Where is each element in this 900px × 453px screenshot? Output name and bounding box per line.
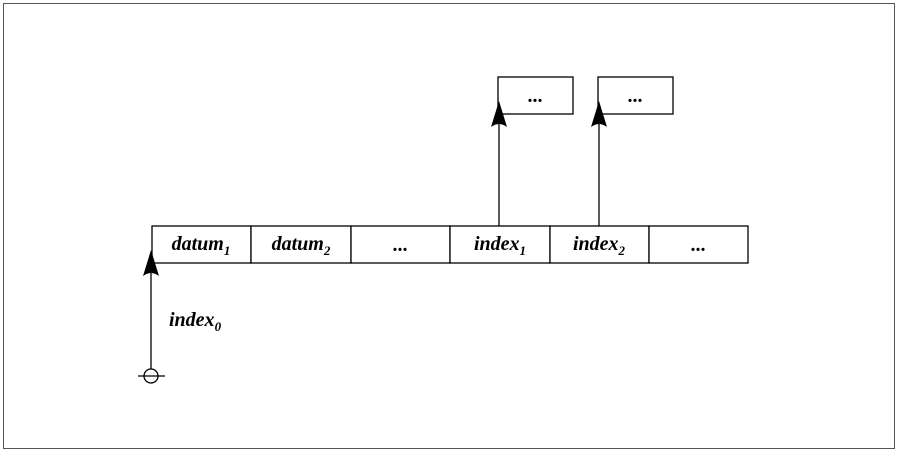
cell-subscript: 1 (224, 243, 231, 258)
cell-label: ... (393, 234, 408, 256)
target-label: ... (628, 85, 643, 107)
target-box-2: ... (597, 76, 674, 115)
svg-text:index1: index1 (474, 233, 526, 258)
cell-label: ... (691, 234, 706, 256)
svg-text:index2: index2 (573, 233, 626, 258)
array-cell-index-1: index1 (449, 225, 551, 264)
array-cell-datum-2: datum2 (250, 225, 352, 264)
array-row: datum1 datum2 ... index1 index2 (151, 225, 749, 264)
array-cell-ellipsis-1: ... (350, 225, 451, 264)
array-cell-ellipsis-2: ... (648, 225, 749, 264)
cell-label: index (573, 233, 619, 255)
cell-subscript: 2 (323, 243, 331, 258)
cell-label: index (474, 233, 520, 255)
pointer-arrow-index-1 (491, 101, 507, 226)
svg-text:datum1: datum1 (172, 233, 231, 258)
origin-subscript: 0 (215, 319, 222, 334)
cell-label: datum (172, 233, 224, 255)
origin-terminal-icon (138, 368, 165, 384)
origin-pointer: index0 (138, 250, 222, 384)
origin-label: index (169, 309, 215, 331)
pointer-arrow-index-2 (591, 101, 607, 226)
svg-text:index0: index0 (169, 309, 222, 334)
target-label: ... (528, 85, 543, 107)
array-cell-index-2: index2 (549, 225, 650, 264)
array-cell-datum-1: datum1 (151, 225, 252, 264)
target-box-1: ... (497, 76, 574, 115)
cell-subscript: 1 (520, 243, 527, 258)
cell-subscript: 2 (618, 243, 626, 258)
svg-text:datum2: datum2 (272, 233, 331, 258)
cell-label: datum (272, 233, 324, 255)
